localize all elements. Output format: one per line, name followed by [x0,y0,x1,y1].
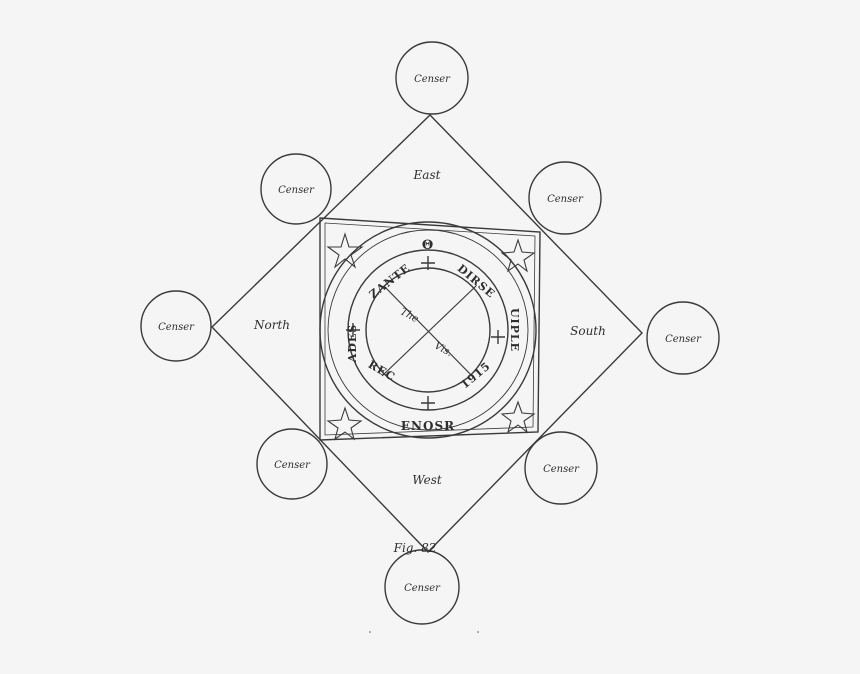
censer-label-upper-right: Censer [547,194,584,205]
censer-label-lower-left: Censer [274,460,311,471]
pentagram-top-left [326,232,364,269]
censer-label-bottom: Censer [404,583,441,594]
cross-left [346,323,360,337]
ring-crosses [346,256,505,410]
ring-text-top-left: ZANTE [367,261,413,301]
direction-east: East [413,168,441,182]
inner-ring [347,249,509,411]
censer-left: Censer [140,290,212,362]
censer-right: Censer [646,301,720,375]
ring-text-bottom: ENOSR [401,419,455,433]
stray-mark [477,631,479,633]
ring-text-bottom-left: REC [366,358,398,384]
cross-line-2 [381,285,477,377]
censer-label-right: Censer [665,334,702,345]
outer-ring-inner-edge [327,229,529,431]
censer-label-left: Censer [158,322,195,333]
direction-south: South [570,324,606,338]
censer-circle-left [140,290,212,362]
inner-square [319,217,541,441]
inner-text-upper: The [398,306,420,325]
outer-diamond [211,114,643,554]
censer-circle-top [395,41,469,115]
censer-circle-upper-right [528,161,602,235]
pentagram-bottom-right [500,400,536,434]
direction-north: North [253,318,290,332]
censer-circle-lower-right [524,431,598,505]
censer-label-top: Censer [414,74,451,85]
censer-bottom: Censer [384,549,460,625]
stray-mark [369,631,371,633]
ring-top-glyph: Θ [422,238,434,253]
censer-label-upper-left: Censer [278,185,315,196]
censer-lower-left: Censer [256,428,328,500]
inner-text-lower: Vis. [432,341,454,359]
cross-right [491,330,505,344]
ring-text-bottom-right: 1915 [458,359,493,391]
pentagrams [326,232,536,441]
censer-circle-upper-left [260,153,332,225]
outer-ring [319,221,537,439]
ring-text-left: ADES [346,324,359,363]
pentagram-bottom-left [326,406,363,441]
censer-upper-right: Censer [528,161,602,235]
censer-circle-right [646,301,720,375]
censer-top: Censer [395,41,469,115]
censer-upper-left: Censer [260,153,332,225]
pentagram-top-right [500,238,536,273]
censer-lower-right: Censer [524,431,598,505]
censer-circle-lower-left [256,428,328,500]
censer-circle-bottom [384,549,460,625]
figure-label: Fig. 82 [393,541,437,555]
censer-label-lower-right: Censer [543,464,580,475]
cross-line-1 [383,285,477,381]
cross-bottom [421,396,435,410]
ring-text-right: UIPLE [508,308,521,352]
direction-west: West [412,473,442,487]
cross-top [421,256,435,270]
